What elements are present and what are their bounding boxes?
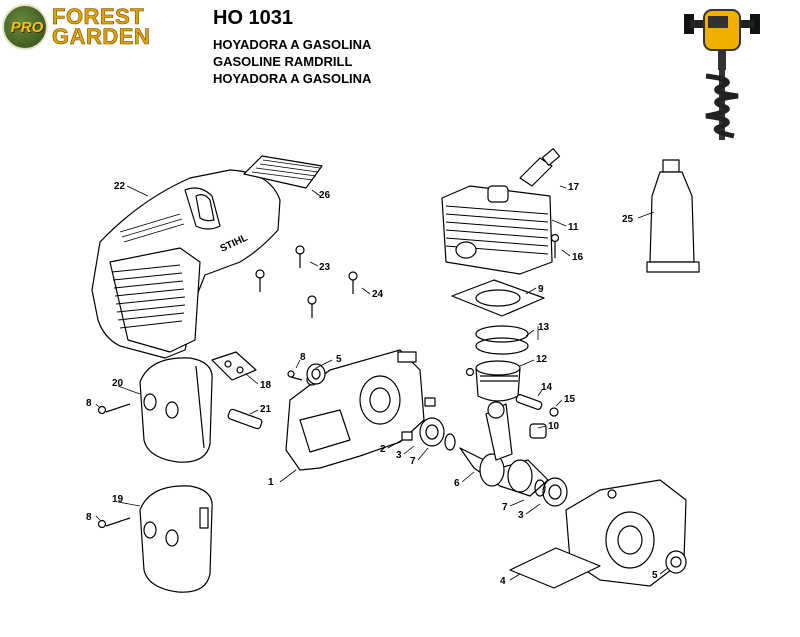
piston-pin-parts — [515, 394, 559, 439]
muffler-lower — [139, 485, 213, 593]
crankcase-left — [285, 349, 425, 471]
part-label-25: 25 — [622, 214, 634, 225]
part-label-20: 20 — [112, 378, 124, 389]
part-label-7-right: 7 — [502, 502, 508, 513]
seal-5-upper — [287, 363, 326, 385]
muffler-gasket — [211, 351, 257, 381]
crankcase-plate — [509, 547, 601, 589]
part-label-3-right: 3 — [518, 510, 524, 521]
seal-5-lower — [665, 550, 687, 574]
part-label-17: 17 — [568, 182, 580, 193]
part-label-1: 1 — [268, 477, 274, 488]
model-number: HO 1031 — [213, 7, 294, 29]
part-label-23: 23 — [319, 262, 331, 273]
part-label-7-left: 7 — [410, 456, 416, 467]
part-label-19: 19 — [112, 494, 124, 505]
part-label-18: 18 — [260, 380, 272, 391]
part-label-11: 11 — [568, 222, 579, 233]
crank-bearing-left — [419, 417, 456, 451]
screw-8-upper — [97, 403, 131, 415]
part-label-5-low: 5 — [652, 570, 658, 581]
title-block: HO 1031 HOYADORA A GASOLINA GASOLINE RAM… — [213, 6, 371, 87]
part-label-15: 15 — [564, 394, 576, 405]
subtitle-1: HOYADORA A GASOLINA — [213, 37, 372, 52]
brand-logo: PRO FOREST GARDEN — [2, 4, 192, 50]
leader-lines — [95, 185, 669, 581]
part-label-10: 10 — [548, 421, 560, 432]
part-labels: 22 26 23 24 17 11 16 25 9 13 12 14 15 10… — [86, 181, 658, 587]
subtitle-3: HOYADORA A GASOLINA — [213, 71, 372, 86]
part-label-9: 9 — [538, 284, 544, 295]
product-photo — [676, 2, 768, 144]
engine-shroud: STIHL — [91, 169, 281, 359]
part-label-5-top: 5 — [336, 354, 342, 365]
part-label-8-top: 8 — [300, 352, 306, 363]
cylinder — [441, 185, 553, 275]
pro-badge: PRO — [2, 4, 48, 50]
part-label-3-left: 3 — [396, 450, 402, 461]
part-label-21: 21 — [260, 404, 272, 415]
piston-rings — [475, 325, 529, 355]
part-label-8-mid: 8 — [86, 398, 92, 409]
dowel-pin — [401, 397, 436, 441]
stud-21 — [227, 408, 263, 430]
crank-bearing-right — [534, 477, 568, 507]
pro-badge-text: PRO — [10, 19, 44, 36]
subtitle-2: GASOLINE RAMDRILL — [213, 54, 353, 69]
part-label-6: 6 — [454, 478, 460, 489]
part-label-8-low: 8 — [86, 512, 92, 523]
part-label-26: 26 — [319, 190, 331, 201]
cylinder-gasket — [451, 279, 545, 317]
piston — [465, 360, 521, 402]
part-label-13: 13 — [538, 322, 550, 333]
bolt-16 — [550, 233, 560, 258]
part-label-4: 4 — [500, 576, 506, 587]
muffler-upper — [139, 357, 213, 463]
brand-line-1: FOREST — [52, 4, 145, 29]
spark-plug — [519, 148, 561, 187]
screw-8-lower — [97, 517, 131, 529]
part-label-2: 2 — [380, 444, 386, 455]
grease-tube — [646, 159, 700, 273]
part-label-24: 24 — [372, 289, 384, 300]
screws-23-24 — [255, 245, 358, 318]
part-label-14: 14 — [541, 382, 553, 393]
grille-plate — [243, 155, 323, 189]
crankshaft — [459, 401, 549, 497]
part-label-22: 22 — [114, 181, 126, 192]
part-label-16: 16 — [572, 252, 584, 263]
part-label-12: 12 — [536, 354, 548, 365]
brand-line-2: GARDEN — [52, 24, 151, 49]
